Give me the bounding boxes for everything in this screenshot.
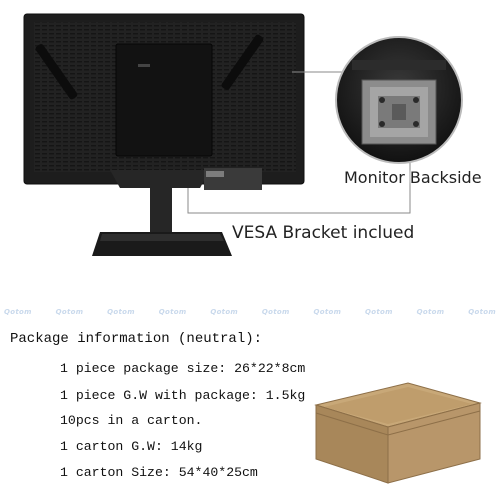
package-info-line: 1 piece package size: 26*22*8cm	[60, 361, 306, 376]
mini-pc	[35, 34, 264, 157]
watermark: Qotom	[313, 308, 342, 316]
package-info-line: 1 carton G.W: 14kg	[60, 439, 203, 454]
package-info-line: 1 piece G.W with package: 1.5kg	[60, 388, 306, 403]
watermark: Qotom	[158, 308, 187, 316]
watermark-strip: Qotom Qotom Qotom Qotom Qotom Qotom Qoto…	[0, 305, 500, 319]
package-info-title: Package information (neutral):	[10, 331, 263, 347]
watermark: Qotom	[468, 308, 496, 316]
watermark: Qotom	[416, 308, 445, 316]
watermark: Qotom	[4, 308, 32, 316]
package-info-line: 1 carton Size: 54*40*25cm	[60, 465, 258, 480]
package-info-line: 10pcs in a carton.	[60, 413, 203, 428]
vesa-bracket-label: VESA Bracket inclued	[232, 223, 415, 243]
carton-box-image	[314, 382, 482, 484]
watermark: Qotom	[107, 308, 135, 316]
watermark: Qotom	[55, 308, 84, 316]
product-photo	[23, 13, 463, 256]
monitor-backside-label: Monitor Backside	[344, 168, 482, 187]
watermark: Qotom	[210, 308, 239, 316]
vesa-zoom-circle	[335, 36, 463, 164]
watermark: Qotom	[365, 308, 393, 316]
monitor-stand	[92, 176, 232, 256]
watermark: Qotom	[261, 308, 290, 316]
